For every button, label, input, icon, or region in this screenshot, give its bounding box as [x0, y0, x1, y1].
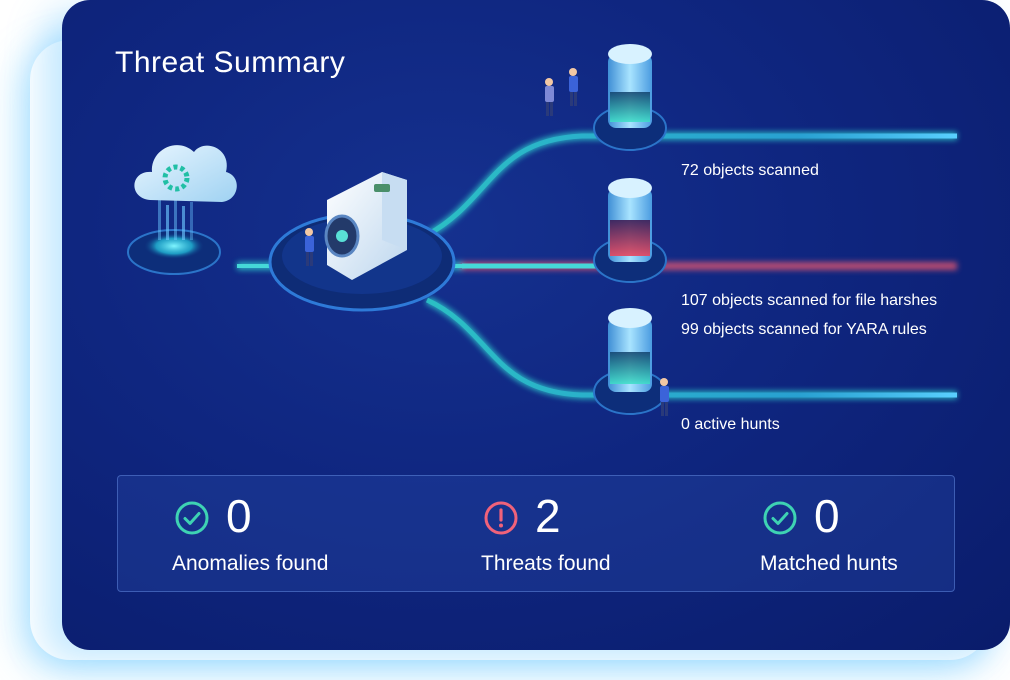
scan-info-objects: 72 objects scanned — [681, 162, 819, 179]
stats-panel: 0 Anomalies found 2 Threats found 0 Matc… — [117, 475, 955, 592]
scanner-node-threats — [593, 178, 667, 283]
pipeline-illustration — [127, 44, 957, 416]
scan-info-yara: 99 objects scanned for YARA rules — [681, 321, 927, 338]
check-circle-icon — [763, 501, 797, 535]
stat-value: 0 — [814, 490, 840, 542]
alert-circle-icon — [484, 501, 518, 535]
stat-value: 2 — [535, 490, 561, 542]
stat-label: Threats found — [481, 552, 611, 575]
scanner-node-hunts — [593, 308, 669, 416]
scanner-node-hashes — [545, 44, 667, 151]
stat-label: Matched hunts — [760, 552, 898, 575]
cloud-source — [127, 145, 237, 275]
scan-info-hashes: 107 objects scanned for file harshes — [681, 292, 938, 309]
scanner-machine — [268, 172, 456, 312]
page-title: Threat Summary — [115, 46, 346, 79]
stat-value: 0 — [226, 490, 252, 542]
stat-label: Anomalies found — [172, 552, 329, 575]
threat-summary-card: Threat Summary — [62, 0, 1010, 650]
check-circle-icon — [175, 501, 209, 535]
scan-info-hunts: 0 active hunts — [681, 416, 780, 433]
